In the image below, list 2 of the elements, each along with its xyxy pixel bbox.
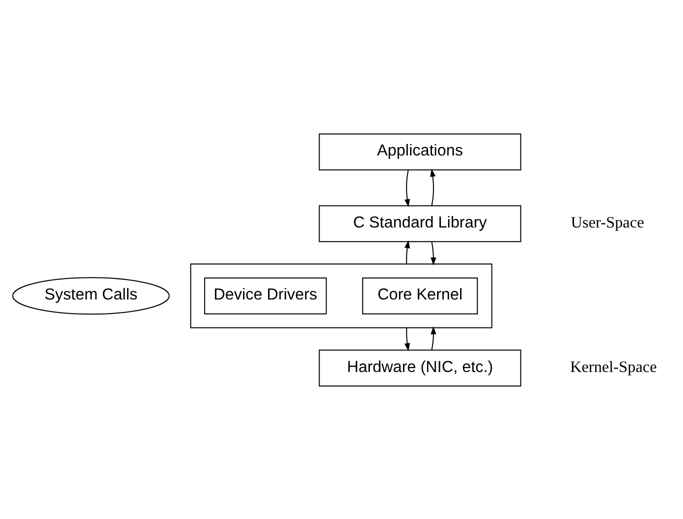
label: Kernel-Space (570, 358, 657, 376)
label: User-Space (570, 214, 644, 232)
